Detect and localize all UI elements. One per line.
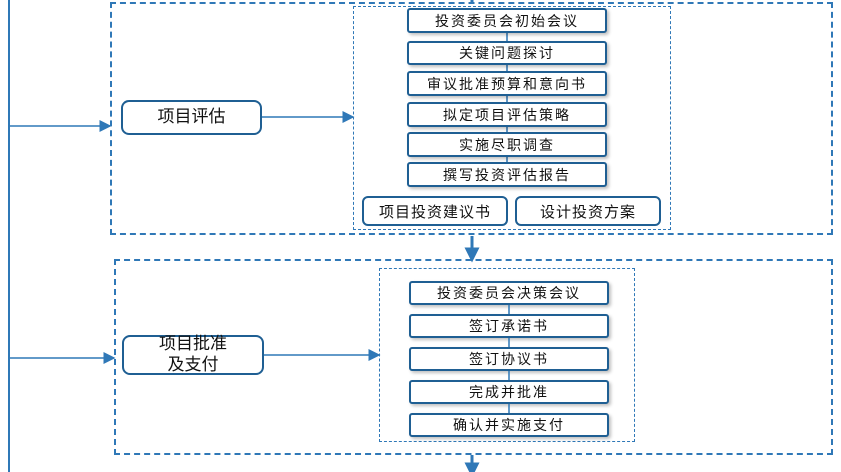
phase-box-assessment[interactable]: 项目评估 [121, 100, 262, 135]
section1-frame [110, 2, 833, 235]
step-complete-approve[interactable]: 完成并批准 [409, 380, 609, 404]
step-confirm-payment[interactable]: 确认并实施支付 [409, 413, 609, 437]
section1-steps-frame [353, 6, 671, 230]
output-investment-plan[interactable]: 设计投资方案 [515, 196, 661, 226]
section2-steps-frame [379, 268, 635, 442]
step-due-diligence[interactable]: 实施尽职调查 [407, 132, 607, 157]
output-investment-proposal[interactable]: 项目投资建议书 [362, 196, 508, 226]
step-sign-agreement[interactable]: 签订协议书 [409, 347, 609, 371]
step-evaluation-strategy[interactable]: 拟定项目评估策略 [407, 102, 607, 127]
step-initial-meeting[interactable]: 投资委员会初始会议 [407, 8, 607, 33]
step-approve-budget[interactable]: 审议批准预算和意向书 [407, 71, 607, 96]
step-key-issues[interactable]: 关键问题探讨 [407, 41, 607, 65]
step-decision-meeting[interactable]: 投资委员会决策会议 [409, 281, 609, 305]
section2-frame [114, 259, 833, 455]
phase-box-approval-payment[interactable]: 项目批准 及支付 [122, 334, 264, 375]
step-sign-commitment[interactable]: 签订承诺书 [409, 314, 609, 338]
step-write-report[interactable]: 撰写投资评估报告 [407, 162, 607, 187]
